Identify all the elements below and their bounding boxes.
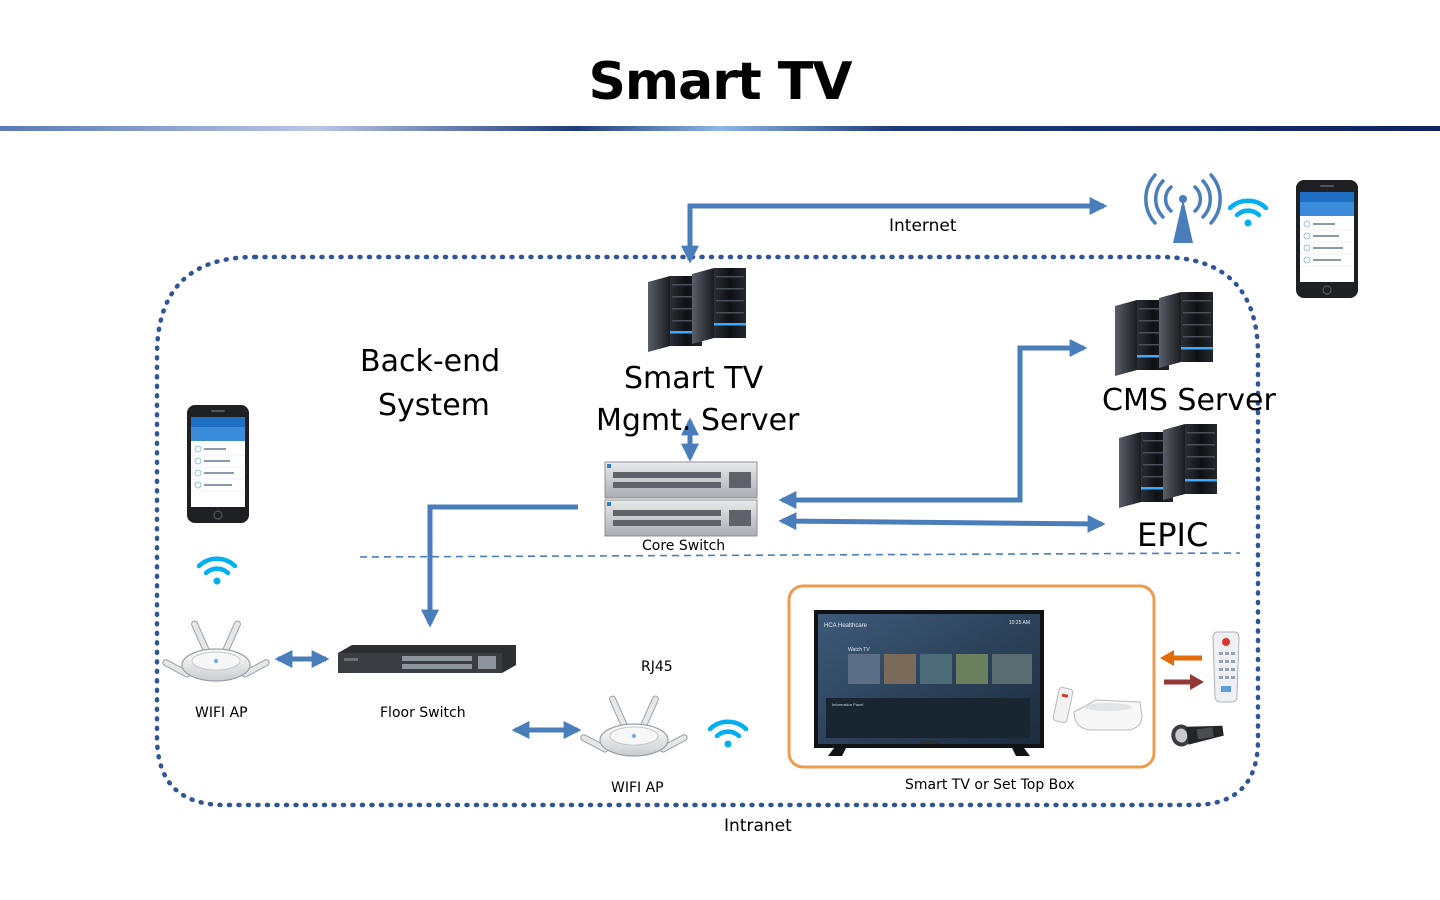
wifi-ap-left-label: WIFI AP [195, 705, 248, 721]
access-point-icon [161, 619, 271, 682]
intranet-label: Intranet [724, 816, 792, 836]
server-icon [1115, 292, 1213, 376]
tv-panel-text: Information Panel [832, 702, 863, 707]
backend-system-label-line2: System [378, 388, 490, 423]
cell-tower-icon [1144, 173, 1222, 243]
wifi-icon [710, 722, 746, 748]
wifi-icon [199, 559, 235, 585]
core-epic-arrow [778, 512, 1106, 533]
epic-label: EPIC [1137, 516, 1209, 554]
set-top-box-icon [1052, 686, 1143, 731]
core-switch-label: Core Switch [642, 538, 726, 554]
tv-section-text: Watch TV [848, 647, 870, 653]
backend-system-label-line1: Back-end [360, 344, 501, 379]
smartphone-icon [186, 404, 250, 524]
server-icon [648, 268, 746, 352]
tv-icon [814, 610, 1044, 756]
intranet-boundary [154, 254, 1261, 808]
mgmt-server-label-line1: Smart TV [624, 361, 764, 396]
internet-arrow [681, 197, 1108, 264]
access-point-icon [579, 694, 689, 757]
remote-icon [1212, 631, 1240, 703]
floor-switch-label: Floor Switch [380, 705, 466, 721]
tv-brand-text: HCA Healthcare [824, 623, 868, 629]
title-underline [0, 126, 1440, 131]
rj45-label: RJ45 [641, 659, 673, 675]
wifi-icon [1230, 201, 1266, 227]
wifi-ap-bottom-label: WIFI AP [611, 780, 664, 796]
tv-frame [787, 584, 1156, 769]
server-icon [1119, 424, 1217, 508]
tv-time-text: 10:25 AM [1009, 620, 1030, 626]
floor-switch-icon [338, 645, 516, 673]
page-title: Smart TV [588, 52, 852, 112]
smartphone-icon [1295, 179, 1359, 299]
cms-server-label: CMS Server [1102, 383, 1276, 418]
core-switch-icon [604, 461, 758, 537]
flashlight-icon [1171, 724, 1224, 747]
core-cms-arrow [778, 339, 1088, 509]
mgmt-server-label-line2: Mgmt. Server [596, 403, 800, 438]
internet-label: Internet [889, 216, 957, 236]
smart-tv-box-label: Smart TV or Set Top Box [905, 777, 1075, 793]
backend-divider [359, 552, 1241, 558]
core-floor-arrow [421, 504, 578, 628]
